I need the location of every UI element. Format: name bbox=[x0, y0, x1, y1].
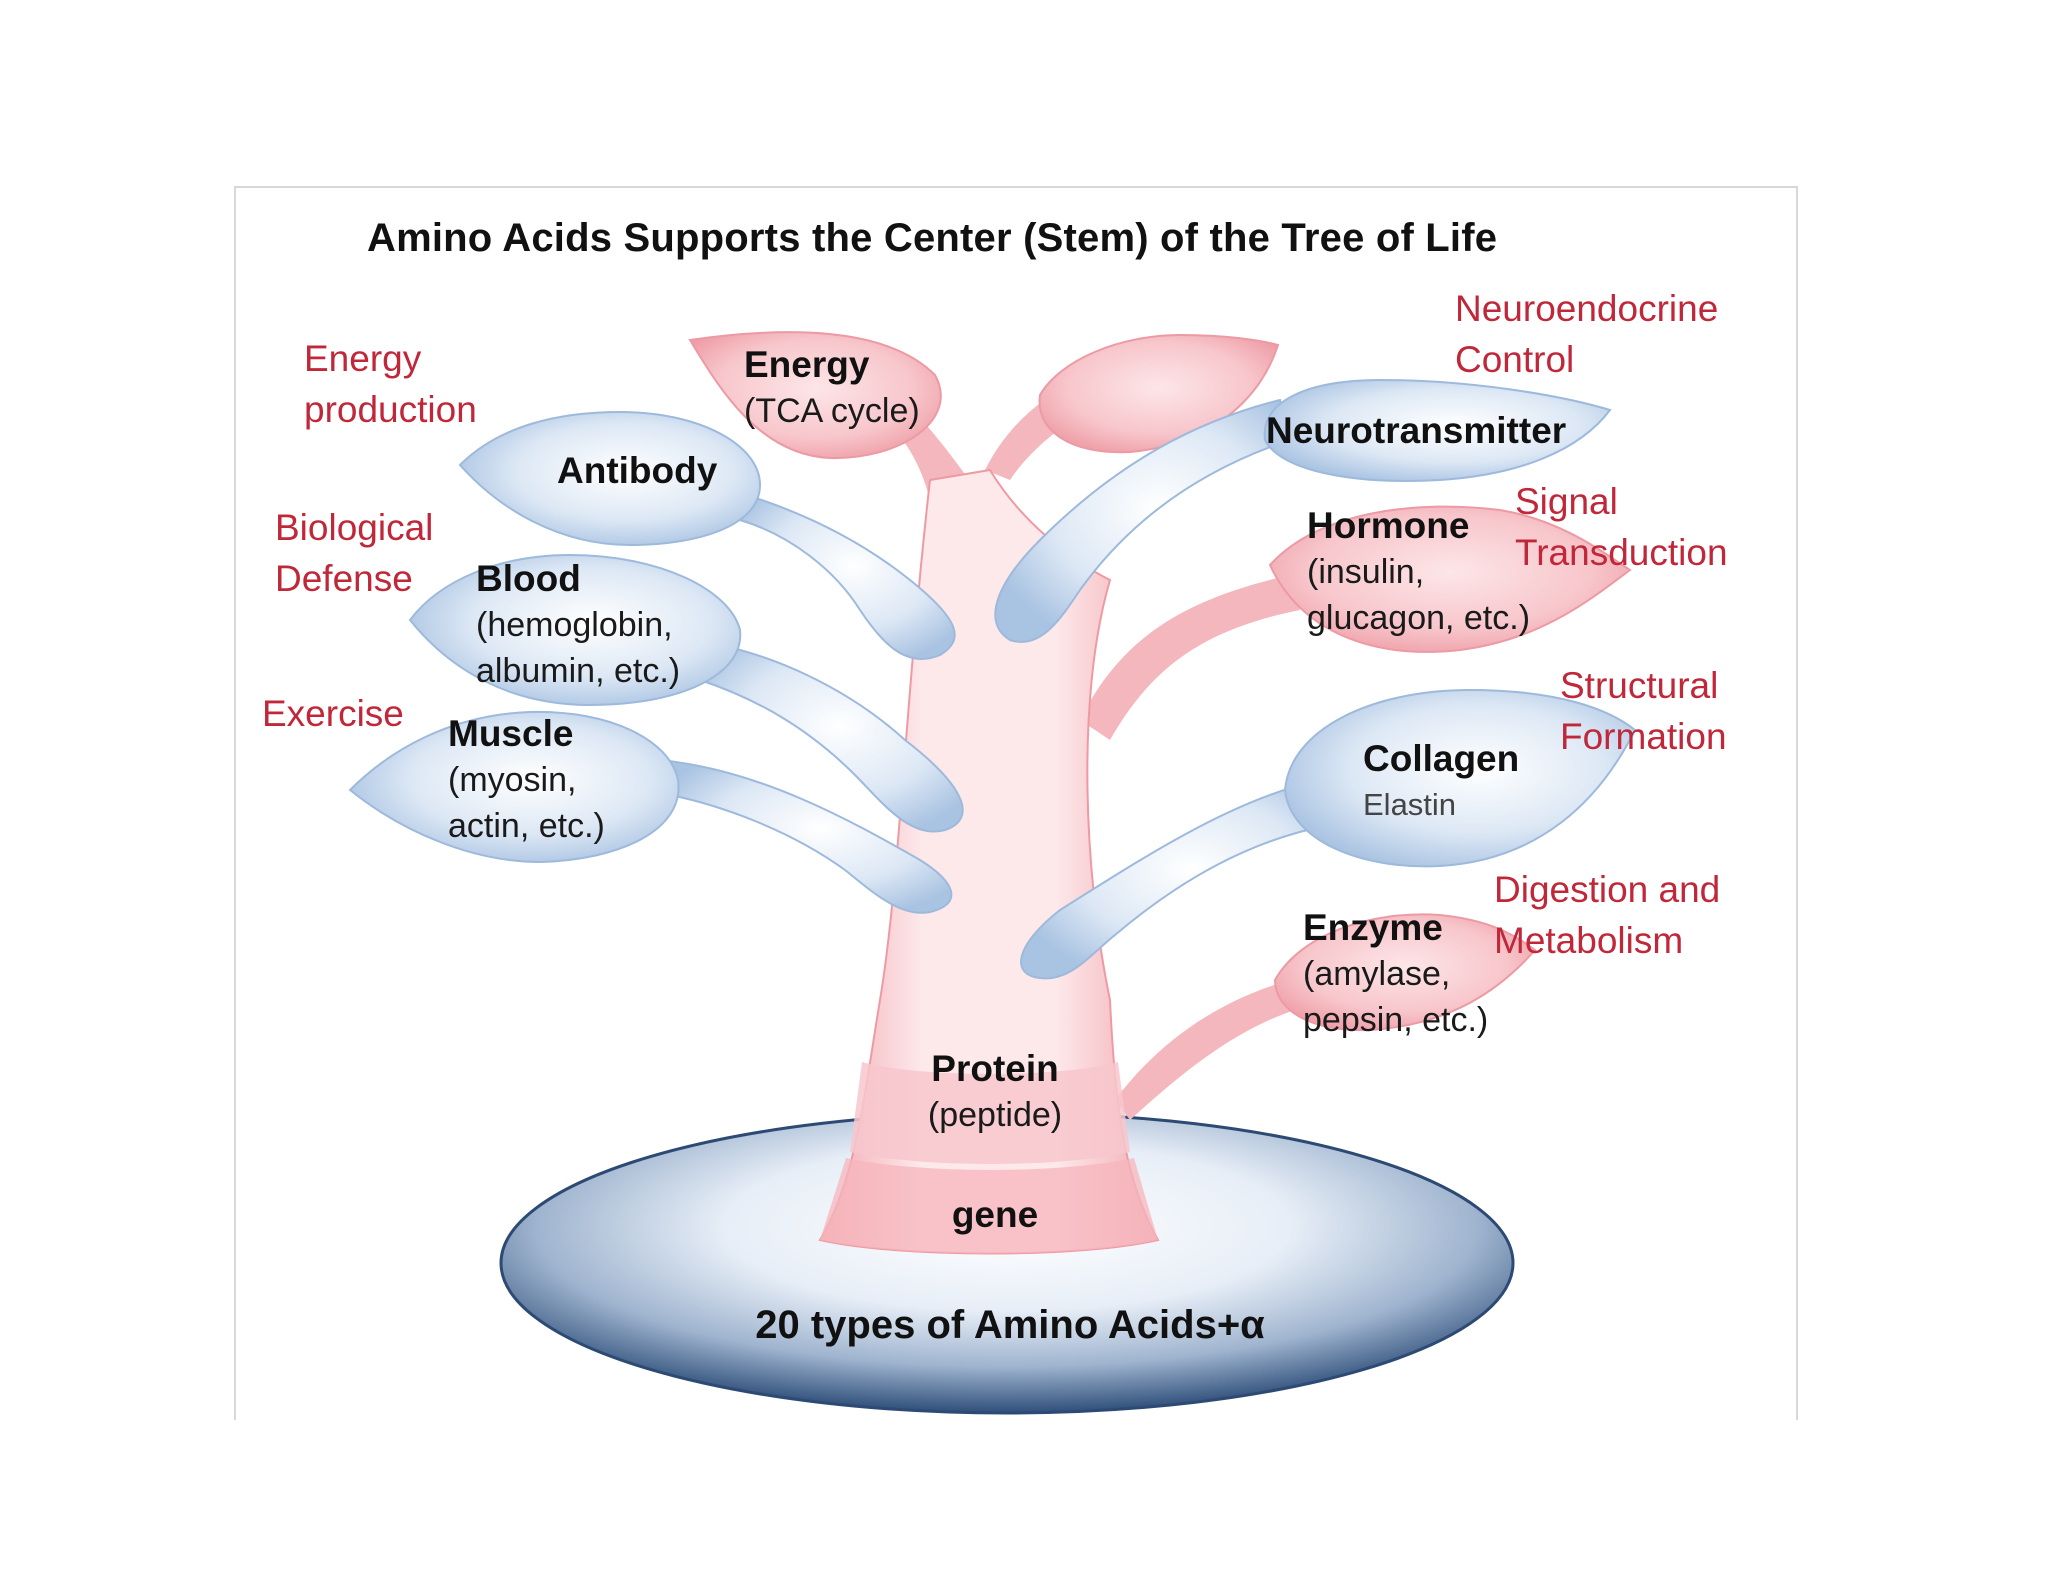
branch-blood bbox=[688, 638, 964, 833]
leaf-title: Enzyme bbox=[1303, 907, 1443, 948]
leaf-muscle bbox=[348, 710, 680, 864]
leaf-subtitle: pepsin, etc.) bbox=[1303, 1001, 1489, 1039]
trunk-title: Protein bbox=[931, 1048, 1059, 1089]
label-signal-transduction: Signal Transduction bbox=[1515, 476, 1728, 578]
diagram-title: Amino Acids Supports the Center (Stem) o… bbox=[367, 216, 1498, 260]
branch-neuro bbox=[994, 398, 1292, 643]
branch-hormone bbox=[1080, 575, 1300, 740]
label-line: Control bbox=[1455, 339, 1575, 380]
leaf-blood bbox=[408, 553, 742, 707]
leaf-enzyme bbox=[1273, 913, 1537, 1032]
leaf-right-top bbox=[1038, 333, 1280, 454]
leaf-title: Antibody bbox=[557, 450, 718, 491]
leaf-label-collagen: Collagen Elastin bbox=[1363, 736, 1519, 828]
leaf-title: Muscle bbox=[448, 713, 574, 754]
base-label: 20 types of Amino Acids+α bbox=[680, 1302, 1340, 1348]
label-line: Biological bbox=[275, 507, 434, 548]
label-line: Neuroendocrine bbox=[1455, 288, 1719, 329]
branch-collagen bbox=[1020, 778, 1332, 980]
branch-enzyme bbox=[1115, 980, 1295, 1120]
leaf-title: Collagen bbox=[1363, 738, 1520, 779]
leaf-title: Hormone bbox=[1307, 505, 1470, 546]
leaf-label-hormone: Hormone (insulin, glucagon, etc.) bbox=[1307, 503, 1530, 641]
leaf-label-antibody: Antibody bbox=[557, 448, 717, 494]
leaf-subtitle: Elastin bbox=[1363, 787, 1457, 822]
trunk-band-protein bbox=[850, 1062, 1130, 1164]
leaf-label-enzyme: Enzyme (amylase, pepsin, etc.) bbox=[1303, 905, 1488, 1043]
leaf-collagen bbox=[1283, 688, 1637, 868]
leaf-subtitle: (myosin, bbox=[448, 761, 577, 799]
label-line: Defense bbox=[275, 558, 413, 599]
trunk-subtitle: (peptide) bbox=[927, 1096, 1063, 1134]
label-neuroendocrine-control: Neuroendocrine Control bbox=[1455, 283, 1718, 385]
leaf-antibody bbox=[458, 410, 762, 547]
leaf-subtitle: (insulin, bbox=[1307, 553, 1425, 591]
leaf-label-energy: Energy (TCA cycle) bbox=[744, 342, 920, 434]
leaf-title: Neurotransmitter bbox=[1266, 410, 1567, 451]
leaf-subtitle: actin, etc.) bbox=[448, 807, 605, 845]
leaf-hormone bbox=[1268, 505, 1632, 653]
leaf-label-muscle: Muscle (myosin, actin, etc.) bbox=[448, 711, 605, 849]
trunk-band-gene bbox=[820, 1158, 1158, 1254]
leaf-energy bbox=[688, 331, 942, 460]
leaf-subtitle: (amylase, bbox=[1303, 955, 1451, 993]
label-line: Energy bbox=[304, 338, 422, 379]
label-digestion-metabolism: Digestion and Metabolism bbox=[1494, 864, 1720, 966]
label-line: Signal bbox=[1515, 481, 1618, 522]
label-line: Exercise bbox=[262, 693, 404, 734]
label-structural-formation: Structural Formation bbox=[1560, 660, 1727, 762]
leaf-subtitle: (TCA cycle) bbox=[744, 392, 920, 430]
branch-muscle bbox=[658, 758, 953, 914]
leaf-title: Blood bbox=[476, 558, 581, 599]
trunk-label-protein: Protein (peptide) bbox=[890, 1046, 1100, 1138]
trunk-label-gene: gene bbox=[890, 1192, 1100, 1238]
leaf-label-neurotransmitter: Neurotransmitter bbox=[1266, 408, 1566, 454]
base-text: 20 types of Amino Acids+α bbox=[755, 1303, 1265, 1347]
leaf-neuro bbox=[1263, 378, 1612, 482]
label-line: Transduction bbox=[1515, 532, 1728, 573]
label-line: Formation bbox=[1560, 716, 1727, 757]
label-energy-production: Energy production bbox=[304, 333, 477, 435]
label-line: Digestion and bbox=[1494, 869, 1721, 910]
label-exercise: Exercise bbox=[262, 688, 404, 739]
label-line: Metabolism bbox=[1494, 920, 1684, 961]
label-line: Structural bbox=[1560, 665, 1719, 706]
leaf-subtitle: albumin, etc.) bbox=[476, 652, 681, 690]
label-line: production bbox=[304, 389, 477, 430]
branch-antibody bbox=[728, 488, 956, 660]
leaf-title: Energy bbox=[744, 344, 870, 385]
leaf-subtitle: glucagon, etc.) bbox=[1307, 599, 1531, 637]
leaf-subtitle: (hemoglobin, bbox=[476, 606, 673, 644]
trunk-title: gene bbox=[951, 1194, 1039, 1235]
label-biological-defense: Biological Defense bbox=[275, 502, 433, 604]
leaf-label-blood: Blood (hemoglobin, albumin, etc.) bbox=[476, 556, 680, 694]
